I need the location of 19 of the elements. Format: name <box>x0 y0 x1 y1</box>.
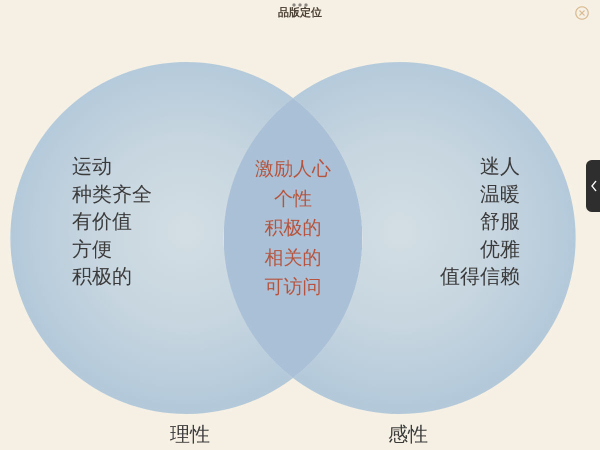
trait-text: 温暖 <box>480 182 520 206</box>
shared-trait-text: 可访问 <box>264 276 322 299</box>
shared-trait-text: 个性 <box>273 188 313 210</box>
trait-text: 迷人 <box>480 154 520 178</box>
shared-trait-text: 激励人心 <box>254 158 332 181</box>
trait-text: 种类齐全 <box>72 182 152 206</box>
shared-trait-text: 积极的 <box>264 217 322 240</box>
trait-text: 运动 <box>72 154 112 178</box>
set-label: 感性 <box>388 422 428 446</box>
trait-text: 舒服 <box>480 209 520 233</box>
set-label: 理性 <box>170 422 210 446</box>
trait-text: 积极的 <box>72 264 132 288</box>
overlap-region <box>224 98 362 378</box>
trait-text: 优雅 <box>480 236 520 260</box>
shared-trait-text: 相关的 <box>264 246 322 270</box>
page-title: 品版定位 <box>277 6 323 20</box>
trait-text: 有价值 <box>72 209 132 233</box>
trait-text: 方便 <box>72 236 112 260</box>
trait-text: 值得信赖 <box>440 264 520 288</box>
